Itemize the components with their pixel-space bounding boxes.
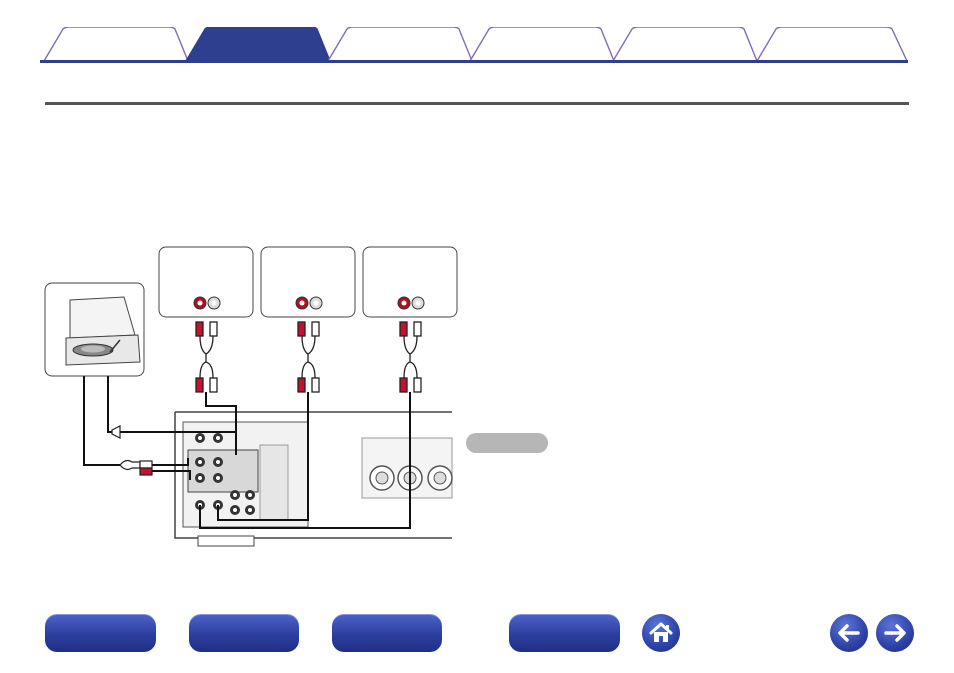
tab-2[interactable]	[185, 27, 331, 61]
nav-button-1[interactable]	[45, 614, 156, 652]
forward-button[interactable]	[876, 614, 914, 652]
rca-cable-3	[399, 321, 422, 393]
tab-shape	[469, 27, 615, 61]
rca-cable-1	[195, 321, 218, 393]
arrow-right-icon	[884, 624, 906, 642]
tab-4[interactable]	[469, 27, 615, 61]
tab-3[interactable]	[327, 27, 473, 61]
tab-shape	[185, 27, 331, 61]
tab-5[interactable]	[612, 27, 758, 61]
source-device-2	[260, 246, 356, 318]
source-device-3	[362, 246, 458, 318]
nav-button-2[interactable]	[189, 614, 299, 652]
section-divider	[45, 102, 909, 105]
nav-button-4[interactable]	[509, 614, 620, 652]
arrow-left-icon	[838, 624, 860, 642]
tab-6[interactable]	[756, 27, 908, 61]
connection-diagram	[44, 246, 458, 547]
amplifier-rear-panel	[174, 411, 453, 547]
back-button[interactable]	[830, 614, 868, 652]
tab-1[interactable]	[43, 27, 189, 61]
turntable-device	[44, 282, 145, 377]
tab-shape	[327, 27, 473, 61]
source-device-1	[158, 246, 254, 318]
tab-shape	[43, 27, 189, 61]
nav-button-3[interactable]	[332, 614, 442, 652]
home-button[interactable]	[642, 614, 680, 652]
phono-plugs	[111, 425, 153, 476]
tab-shape	[612, 27, 758, 61]
rca-cable-2	[297, 321, 320, 393]
wiring	[83, 376, 411, 529]
note-label	[466, 433, 548, 453]
tab-shape	[756, 27, 908, 61]
tab-underline	[40, 60, 908, 63]
home-icon	[649, 622, 673, 642]
